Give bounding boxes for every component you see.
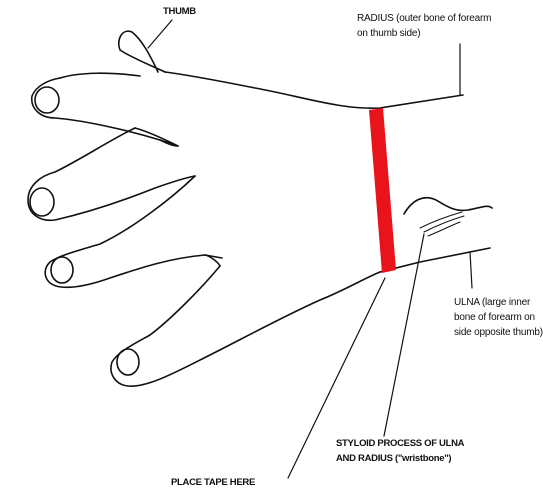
forearm-bottom-edge [380, 248, 490, 272]
thumb-label: THUMB [163, 5, 196, 18]
ulna-label-line-3: side opposite thumb) [454, 326, 543, 339]
ring-fingernail [51, 257, 73, 283]
ulna-label-line-2: bone of forearm on [454, 311, 535, 324]
styloid-label-line-2: AND RADIUS ("wristbone") [336, 452, 451, 465]
place-tape-label: PLACE TAPE HERE [171, 476, 255, 489]
middle-fingernail [30, 188, 54, 216]
thumb-outline [119, 31, 165, 72]
ulna-pointer [470, 252, 472, 288]
tape-band [369, 108, 396, 273]
styloid-label-line-1: STYLOID PROCESS OF ULNA [336, 437, 464, 450]
ring-finger [45, 176, 220, 287]
forearm-top-edge [165, 72, 463, 108]
ulna-label-line-1: ULNA (large inner [454, 296, 530, 309]
thumb-pointer [148, 20, 172, 48]
pinky-fingernail [117, 349, 139, 375]
wristbone-sketch [404, 198, 492, 214]
radius-label-line-2: on thumb side) [357, 27, 420, 40]
pinky-finger [111, 266, 380, 386]
radius-label-line-1: RADIUS (outer bone of forearm [357, 12, 491, 25]
index-finger-top [60, 73, 140, 78]
index-fingernail [35, 87, 59, 113]
